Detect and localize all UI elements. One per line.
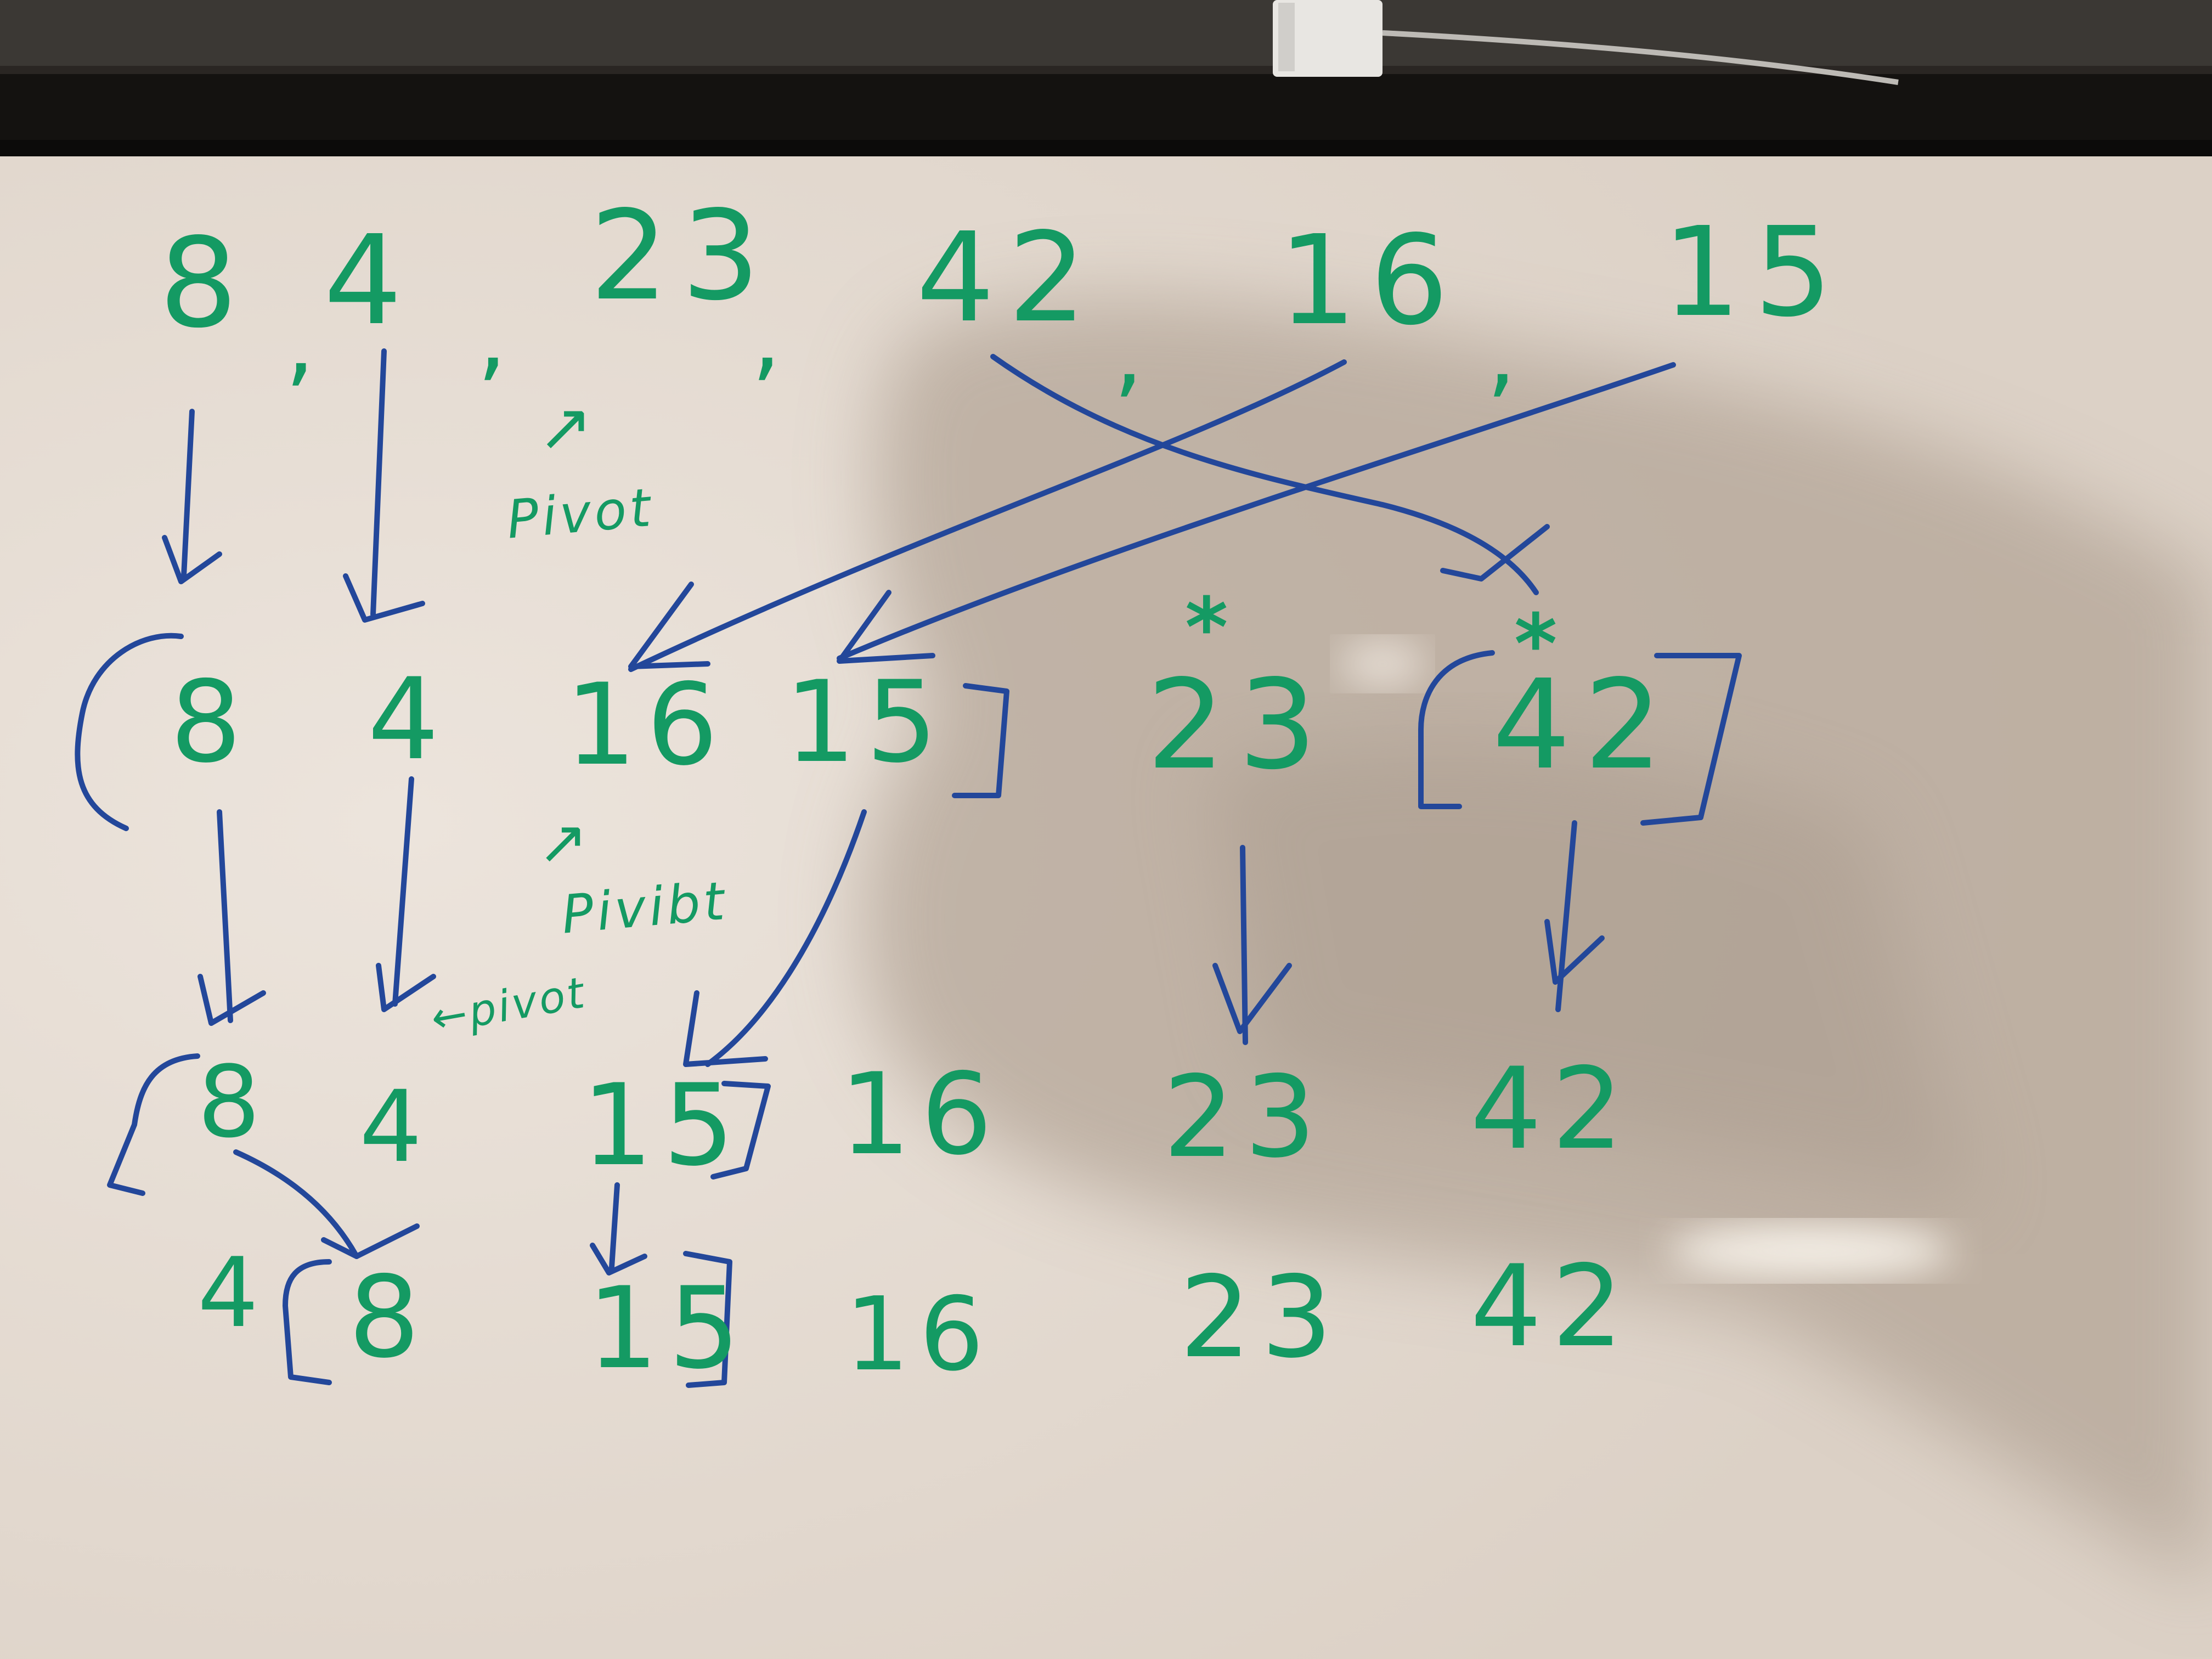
arrowhead xyxy=(628,582,710,669)
bracket-left xyxy=(1418,650,1495,809)
row3-value-8: 8 xyxy=(198,1045,270,1160)
arrowhead xyxy=(1544,919,1605,985)
down-arrow xyxy=(370,348,387,617)
row1-comma: , xyxy=(285,289,315,397)
pivot-label: ←pivot xyxy=(427,968,590,1044)
row4-value-4: 4 xyxy=(198,1238,269,1349)
arrowhead xyxy=(343,573,425,623)
whiteboard-frame xyxy=(0,0,2212,156)
down-arrow xyxy=(1240,845,1248,1045)
row2-value-15: 15 xyxy=(785,657,947,788)
pivot-arrow-icon: ↗ xyxy=(538,807,599,877)
bracket-right xyxy=(952,683,1009,798)
row2-value-4: 4 xyxy=(368,654,449,785)
pivot-arrow-icon: ↗ xyxy=(538,390,603,466)
row2-value-16: 16 xyxy=(565,660,728,791)
pivot-label: Pivot xyxy=(504,476,656,551)
clip xyxy=(1273,0,1383,77)
asterisk-mark: * xyxy=(1185,580,1228,676)
row1-value-23: 23 xyxy=(590,184,774,328)
bracket-left xyxy=(75,633,184,831)
arrowhead xyxy=(837,590,935,664)
glare xyxy=(1668,1223,1953,1278)
row2-value-8: 8 xyxy=(170,657,252,788)
down-arrow xyxy=(392,776,414,1007)
arrow-16-to-row2 xyxy=(628,359,1347,672)
row1-value-42: 42 xyxy=(916,206,1100,350)
bracket-left xyxy=(107,1053,200,1196)
arrowhead xyxy=(321,1223,420,1259)
row4-value-15: 15 xyxy=(587,1263,750,1394)
row2-value-42: 42 xyxy=(1492,653,1676,797)
row1-value-15: 15 xyxy=(1662,201,1846,345)
arrowhead xyxy=(683,990,768,1067)
down-arrow xyxy=(1555,820,1577,1012)
arrow-42-to-row2 xyxy=(990,354,1539,595)
pivot-label: Pivibt xyxy=(559,870,730,946)
down-arrow xyxy=(217,809,233,1023)
row4-value-23: 23 xyxy=(1180,1252,1342,1383)
row3-value-42: 42 xyxy=(1470,1044,1633,1175)
row4-value-42: 42 xyxy=(1470,1242,1633,1372)
arrowhead xyxy=(1212,963,1292,1034)
row3-value-23: 23 xyxy=(1163,1052,1326,1183)
row3-value-15: 15 xyxy=(582,1060,744,1191)
bracket-left xyxy=(283,1259,332,1385)
row4-value-16: 16 xyxy=(845,1275,994,1393)
asterisk-mark: * xyxy=(1514,597,1558,692)
row1-comma: , xyxy=(477,283,507,392)
row1-value-4: 4 xyxy=(324,209,416,353)
arrowhead xyxy=(1440,524,1550,582)
arrowhead xyxy=(162,535,222,584)
row2-value-23: 23 xyxy=(1147,653,1330,797)
down-arrow xyxy=(705,809,867,1067)
arrowhead xyxy=(198,974,266,1026)
row1-comma: , xyxy=(1487,300,1517,408)
row1-value-16: 16 xyxy=(1278,209,1462,353)
row1-value-8: 8 xyxy=(159,212,251,356)
down-arrow xyxy=(609,1182,620,1270)
arrowhead xyxy=(376,963,436,1012)
down-arrow xyxy=(181,409,195,579)
row1-comma: , xyxy=(752,283,782,392)
row3-value-16: 16 xyxy=(839,1049,1002,1180)
row3-value-4: 4 xyxy=(359,1070,432,1184)
row4-value-8: 8 xyxy=(348,1252,430,1383)
row1-comma: , xyxy=(1114,300,1144,408)
hand-shadow xyxy=(861,298,2212,1591)
